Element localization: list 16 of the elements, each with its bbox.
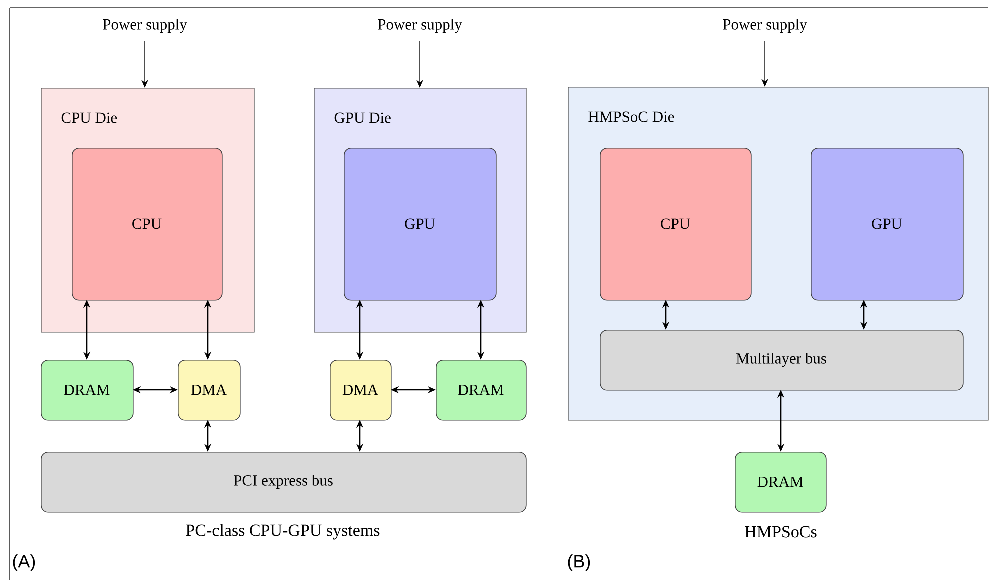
processor-box: GPU	[811, 148, 964, 301]
memory-box: DRAM	[41, 360, 134, 421]
processor-box: CPU	[600, 148, 752, 301]
bus-box: PCI express bus	[41, 452, 527, 513]
processor-box: CPU	[72, 148, 223, 301]
power-label: Power supply	[378, 18, 462, 34]
memory-box: DRAM	[436, 360, 527, 421]
memory-box: DRAM	[735, 452, 827, 513]
power-label: Power supply	[723, 18, 808, 34]
panel-letter: (B)	[568, 554, 590, 572]
panel-letter: (A)	[13, 554, 36, 572]
dma-box: DMA	[178, 360, 241, 421]
dma-box: DMA	[330, 360, 392, 421]
processor-box: GPU	[344, 148, 497, 301]
power-label: Power supply	[103, 18, 188, 34]
bus-box: Multilayer bus	[600, 330, 964, 391]
